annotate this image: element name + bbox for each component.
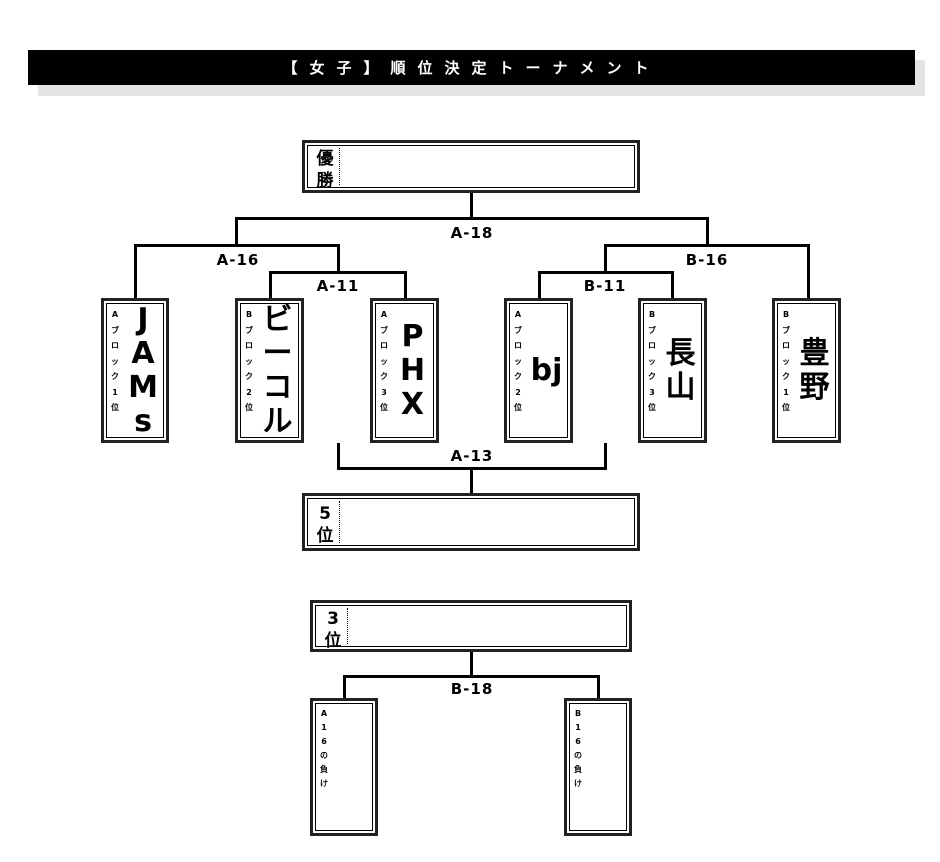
team-seed: Bブロック3位 xyxy=(648,310,656,412)
bracket-line xyxy=(470,652,473,677)
team-name-text: JAMs xyxy=(128,301,158,439)
bracket-line xyxy=(671,271,674,299)
team-name-text: bj xyxy=(530,352,563,388)
bracket-line xyxy=(404,271,407,299)
divider xyxy=(339,148,340,185)
match-label-left-semi: A-16 xyxy=(216,251,260,269)
bracket-line xyxy=(343,675,600,678)
bracket-line xyxy=(706,217,709,246)
bracket-line xyxy=(470,193,473,219)
team-seed: Bブロック1位 xyxy=(782,310,790,412)
team-name: ビーコル xyxy=(256,301,299,440)
bracket-line xyxy=(604,443,607,470)
team-name-text: 豊野 xyxy=(799,335,830,405)
bracket-line xyxy=(807,244,810,299)
team-seed: Aブロック1位 xyxy=(111,310,119,412)
team-name: JAMs xyxy=(122,301,164,440)
team-name: bj xyxy=(525,301,568,440)
team-name-text: 長山 xyxy=(665,335,696,405)
bracket-line xyxy=(235,217,709,220)
bracket-line xyxy=(134,244,137,299)
team-box: Aブロック1位 JAMs xyxy=(101,298,169,443)
third-place-label: 3位 xyxy=(324,609,342,651)
fifth-place-box: 5位 xyxy=(302,493,640,551)
bracket-line xyxy=(343,675,346,699)
team-seed: Aブロック3位 xyxy=(380,310,388,412)
bracket-line xyxy=(134,244,340,247)
slot-box: B16の負け xyxy=(564,698,632,836)
team-box: Bブロック2位 ビーコル xyxy=(235,298,304,443)
team-box: Aブロック2位 bj xyxy=(504,298,573,443)
team-box: Aブロック3位 PHX xyxy=(370,298,439,443)
bracket-line xyxy=(538,271,674,274)
fifth-place-label: 5位 xyxy=(316,504,334,546)
team-box: Bブロック3位 長山 xyxy=(638,298,707,443)
bracket-line xyxy=(597,675,600,699)
match-label-final: A-18 xyxy=(450,224,494,242)
bracket-line xyxy=(235,217,238,246)
bracket-line xyxy=(337,443,340,470)
team-name-text: PHX xyxy=(399,318,426,422)
team-seed: Bブロック2位 xyxy=(245,310,253,412)
divider xyxy=(339,501,340,543)
bracket-line xyxy=(269,271,272,299)
team-name: 長山 xyxy=(659,301,702,440)
slot-seed: A16の負け xyxy=(320,709,328,788)
match-label-fifth: A-13 xyxy=(450,447,494,465)
slot-seed: B16の負け xyxy=(574,709,582,788)
bracket-line xyxy=(604,244,607,273)
match-label-third: B-18 xyxy=(450,680,494,698)
match-label-right-qf: B-11 xyxy=(583,277,627,295)
team-name: PHX xyxy=(391,301,434,440)
third-place-box: 3位 xyxy=(310,600,632,652)
match-label-left-qf: A-11 xyxy=(316,277,360,295)
bracket-line xyxy=(269,271,407,274)
bracket-line xyxy=(604,244,810,247)
winner-label: 優勝 xyxy=(316,149,334,191)
team-name: 豊野 xyxy=(793,301,836,440)
team-name-text: ビーコル xyxy=(262,301,293,439)
page-title: 【女子】順位決定トーナメント xyxy=(28,50,915,85)
winner-box: 優勝 xyxy=(302,140,640,193)
divider xyxy=(347,608,348,644)
slot-box: A16の負け xyxy=(310,698,378,836)
team-box: Bブロック1位 豊野 xyxy=(772,298,841,443)
bracket-line xyxy=(337,244,340,273)
team-seed: Aブロック2位 xyxy=(514,310,522,412)
bracket-line xyxy=(538,271,541,299)
match-label-right-semi: B-16 xyxy=(685,251,729,269)
bracket-line xyxy=(470,467,473,494)
